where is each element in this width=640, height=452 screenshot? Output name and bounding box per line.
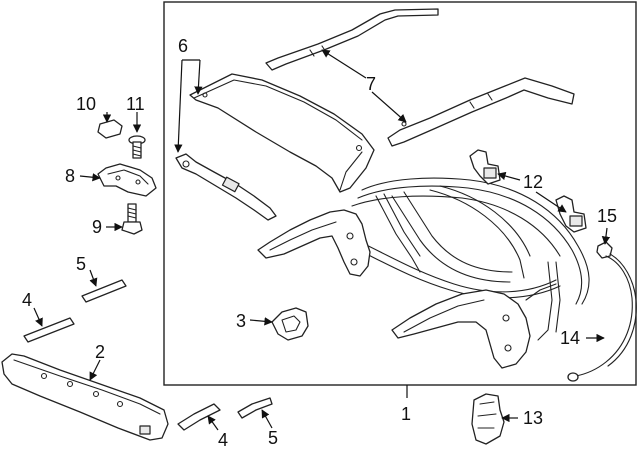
- part-7-rail-right: [387, 77, 575, 147]
- callout-5b: 5: [268, 428, 278, 448]
- leader-5b: [261, 409, 273, 429]
- part-5-strip-lower: [237, 397, 273, 419]
- part-13-bracket: [471, 393, 505, 445]
- leader-12a: [497, 171, 521, 181]
- part-12-bracket-upper: [469, 149, 501, 185]
- leader-15: [601, 227, 611, 245]
- leader-6a: [174, 59, 183, 153]
- callout-2: 2: [95, 342, 105, 362]
- part-7-rail-left: [265, 8, 439, 71]
- leader-6c: [194, 59, 203, 95]
- callout-3: 3: [236, 311, 246, 331]
- part-4-strip-upper: [23, 317, 75, 343]
- callout-8: 8: [65, 166, 75, 186]
- part-12-bracket-lower: [555, 195, 587, 233]
- leader-8: [79, 173, 101, 182]
- leader-7b: [371, 91, 407, 123]
- callout-4b: 4: [218, 430, 228, 450]
- callout-12: 12: [523, 172, 543, 192]
- leader-3: [249, 317, 273, 326]
- callout-6: 6: [178, 36, 188, 56]
- callout-1: 1: [401, 404, 411, 424]
- part-6-rear-panel: [189, 73, 375, 193]
- part-10-pad: [97, 119, 123, 139]
- callout-4a: 4: [22, 290, 32, 310]
- part-3-bracket: [271, 307, 309, 341]
- leader-5a: [89, 269, 98, 287]
- part-2-lower-panel: [1, 353, 169, 441]
- assembly-frame: [163, 1, 637, 386]
- leader-4b: [207, 415, 219, 431]
- leader-2: [89, 359, 101, 381]
- part-14-cable: [567, 253, 637, 382]
- part-8-hinge-bracket: [97, 163, 157, 197]
- leader-7a: [321, 49, 367, 79]
- callout-7: 7: [366, 74, 376, 94]
- callout-14: 14: [560, 328, 580, 348]
- part-5-strip-upper: [81, 279, 127, 303]
- part-4-strip-lower: [177, 403, 221, 431]
- callout-10: 10: [76, 94, 96, 114]
- leader-4a: [33, 307, 43, 327]
- part-15-clip: [596, 241, 613, 259]
- part-9-bolt: [121, 203, 143, 235]
- callout-11: 11: [126, 94, 145, 114]
- callout-15: 15: [597, 206, 617, 226]
- part-1-top-frame: [257, 177, 590, 369]
- part-6-lower-latch: [175, 153, 277, 221]
- leader-12b: [535, 191, 567, 213]
- callout-5a: 5: [76, 254, 86, 274]
- part-11-bolt: [128, 135, 146, 159]
- callout-13: 13: [523, 408, 543, 428]
- callout-9: 9: [92, 217, 102, 237]
